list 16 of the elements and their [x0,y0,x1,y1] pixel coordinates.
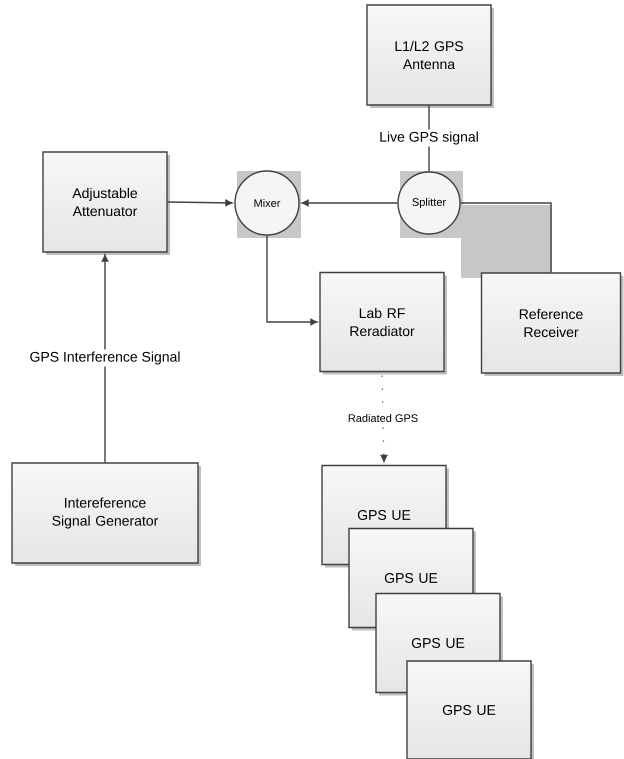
process-box: Reference Receiver [480,272,622,374]
edge-label: GPS Interference Signal [28,349,182,367]
process-box: Intereference Signal Generator [11,462,199,564]
process-box: GPS UE [406,660,532,759]
edge-label: Radiated GPS [346,412,420,424]
process-box: L1/L2 GPS Antenna [366,4,492,106]
dotted-arrow [380,376,388,466]
process-box: Lab RF Reradiator [319,272,445,372]
arrow [102,254,108,462]
circle-node: Mixer [234,170,300,236]
arrow [301,200,398,206]
process-box: Adjustable Attenuator [42,151,168,253]
arrow [168,200,233,206]
edge-label: Live GPS signal [377,129,481,147]
arrow [266,236,318,326]
circle-node: Splitter [397,171,461,235]
